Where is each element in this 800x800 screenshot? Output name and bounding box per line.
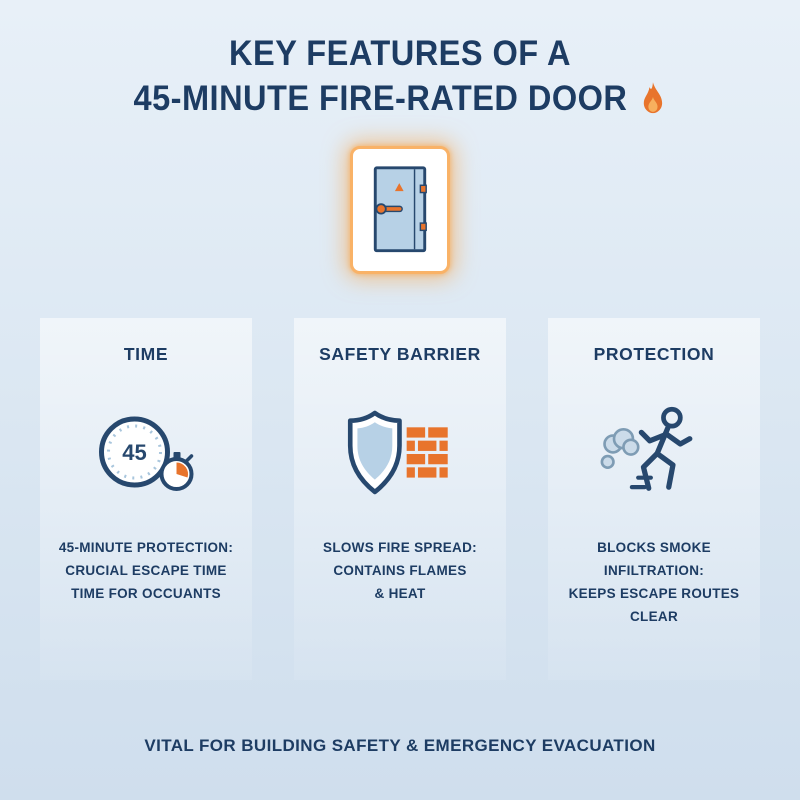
running-person-smoke-icon bbox=[600, 406, 693, 491]
footer-tagline: VITAL FOR BUILDING SAFETY & EMERGENCY EV… bbox=[144, 736, 656, 755]
fire-door-icon bbox=[373, 166, 427, 253]
title-line-2-row: 45-MINUTE FIRE-RATED DOOR bbox=[28, 77, 772, 122]
icon-area bbox=[548, 385, 760, 523]
icon-area bbox=[294, 385, 506, 523]
column-time: TIME 45 45-MINUTE PROTECTION: CRUCIAL ES… bbox=[40, 318, 252, 680]
column-protection: PROTECTION bbox=[548, 318, 760, 680]
column-safety-barrier: SAFETY BARRIER bbox=[294, 318, 506, 680]
title-block: KEY FEATURES OF A 45-MINUTE FIRE-RATED D… bbox=[28, 32, 772, 122]
stopwatch-45-icon: 45 bbox=[99, 416, 194, 491]
flame-icon bbox=[643, 81, 662, 113]
feature-columns: TIME 45 45-MINUTE PROTECTION: CRUCIAL ES… bbox=[40, 318, 760, 680]
column-description: 45-MINUTE PROTECTION: CRUCIAL ESCAPE TIM… bbox=[58, 540, 234, 601]
column-description: BLOCKS SMOKE INFILTRATION: KEEPS ESCAPE … bbox=[568, 540, 740, 624]
shield-brick-wall-icon bbox=[347, 410, 448, 495]
column-heading: SAFETY BARRIER bbox=[319, 344, 481, 364]
title-line-2: 45-MINUTE FIRE-RATED DOOR bbox=[133, 78, 628, 118]
icon-area: 45 bbox=[40, 385, 252, 523]
clock-value: 45 bbox=[122, 440, 146, 465]
column-heading: TIME bbox=[123, 344, 169, 364]
title-line-1: KEY FEATURES OF A bbox=[229, 34, 571, 73]
door-glow-frame bbox=[350, 146, 450, 274]
column-heading: PROTECTION bbox=[593, 344, 715, 364]
door-illustration-area bbox=[0, 146, 800, 274]
column-description: SLOWS FIRE SPREAD: CONTAINS FLAMES & HEA… bbox=[323, 540, 477, 601]
